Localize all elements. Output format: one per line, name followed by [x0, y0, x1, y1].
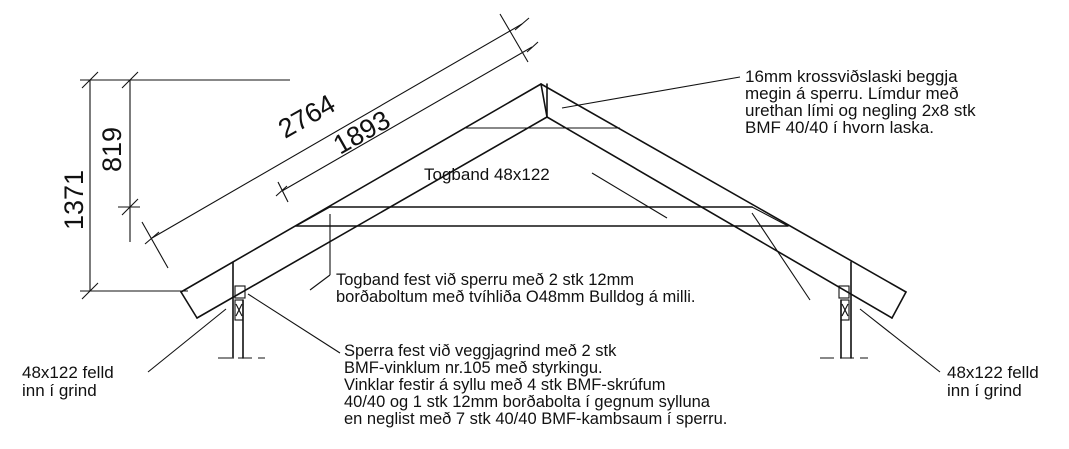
tie-attach-line-2: borðaboltum með tvíhliða O48mm Bulldog á… — [336, 288, 696, 306]
dim-upper-height: 819 — [97, 127, 127, 172]
sloped-dimensions — [141, 13, 539, 269]
left-stud-line-1: 48x122 felld — [22, 363, 114, 382]
collar-tie — [295, 206, 789, 227]
left-wall-post — [218, 261, 265, 359]
right-stud-line-2: inn í grind — [947, 381, 1022, 400]
right-stud-line-1: 48x122 felld — [947, 363, 1039, 382]
rafter-attach-line-1: Sperra fest við veggjagrind með 2 stk — [344, 342, 617, 360]
tie-attach-note: Togband fest við sperru með 2 stk 12mm b… — [336, 271, 696, 306]
gusset-note-line-1: 16mm krossviðslaski beggja — [745, 67, 958, 86]
gusset-note-line-4: BMF 40/40 í hvorn laska. — [745, 118, 934, 137]
left-stud-line-2: inn í grind — [22, 381, 97, 400]
gusset-note: 16mm krossviðslaski beggja megin á sperr… — [745, 67, 976, 137]
vertical-dimensions — [80, 71, 290, 300]
rafter-attach-line-4: 40/40 og 1 stk 12mm borðabolta í gegnum … — [344, 393, 711, 411]
tie-attach-line-1: Togband fest við sperru með 2 stk 12mm — [336, 271, 634, 289]
collar-tie-label: Togband 48x122 — [424, 165, 550, 184]
gusset-note-line-3: urethan lími og negling 2x8 stk — [745, 101, 976, 120]
rafter-attach-line-5: en neglist með 7 stk 40/40 BMF-kambsaum … — [344, 410, 727, 428]
rafter-attach-line-2: BMF-vinklum nr.105 með styrkingu. — [344, 359, 603, 377]
right-wall-post — [820, 261, 868, 359]
rafter-attach-note: Sperra fest við veggjagrind með 2 stk BM… — [344, 342, 727, 428]
left-stud-note: 48x122 felld inn í grind — [22, 363, 114, 400]
right-stud-note: 48x122 felld inn í grind — [947, 363, 1039, 400]
apex-gusset — [466, 83, 620, 129]
dim-total-height: 1371 — [59, 170, 89, 230]
left-rafter — [180, 83, 548, 319]
right-rafter — [540, 83, 907, 319]
rafter-attach-line-3: Vinklar festir á syllu með 4 stk BMF-skr… — [344, 376, 666, 394]
leader-lines — [147, 76, 941, 373]
gusset-note-line-2: megin á sperru. Límdur með — [745, 84, 959, 103]
